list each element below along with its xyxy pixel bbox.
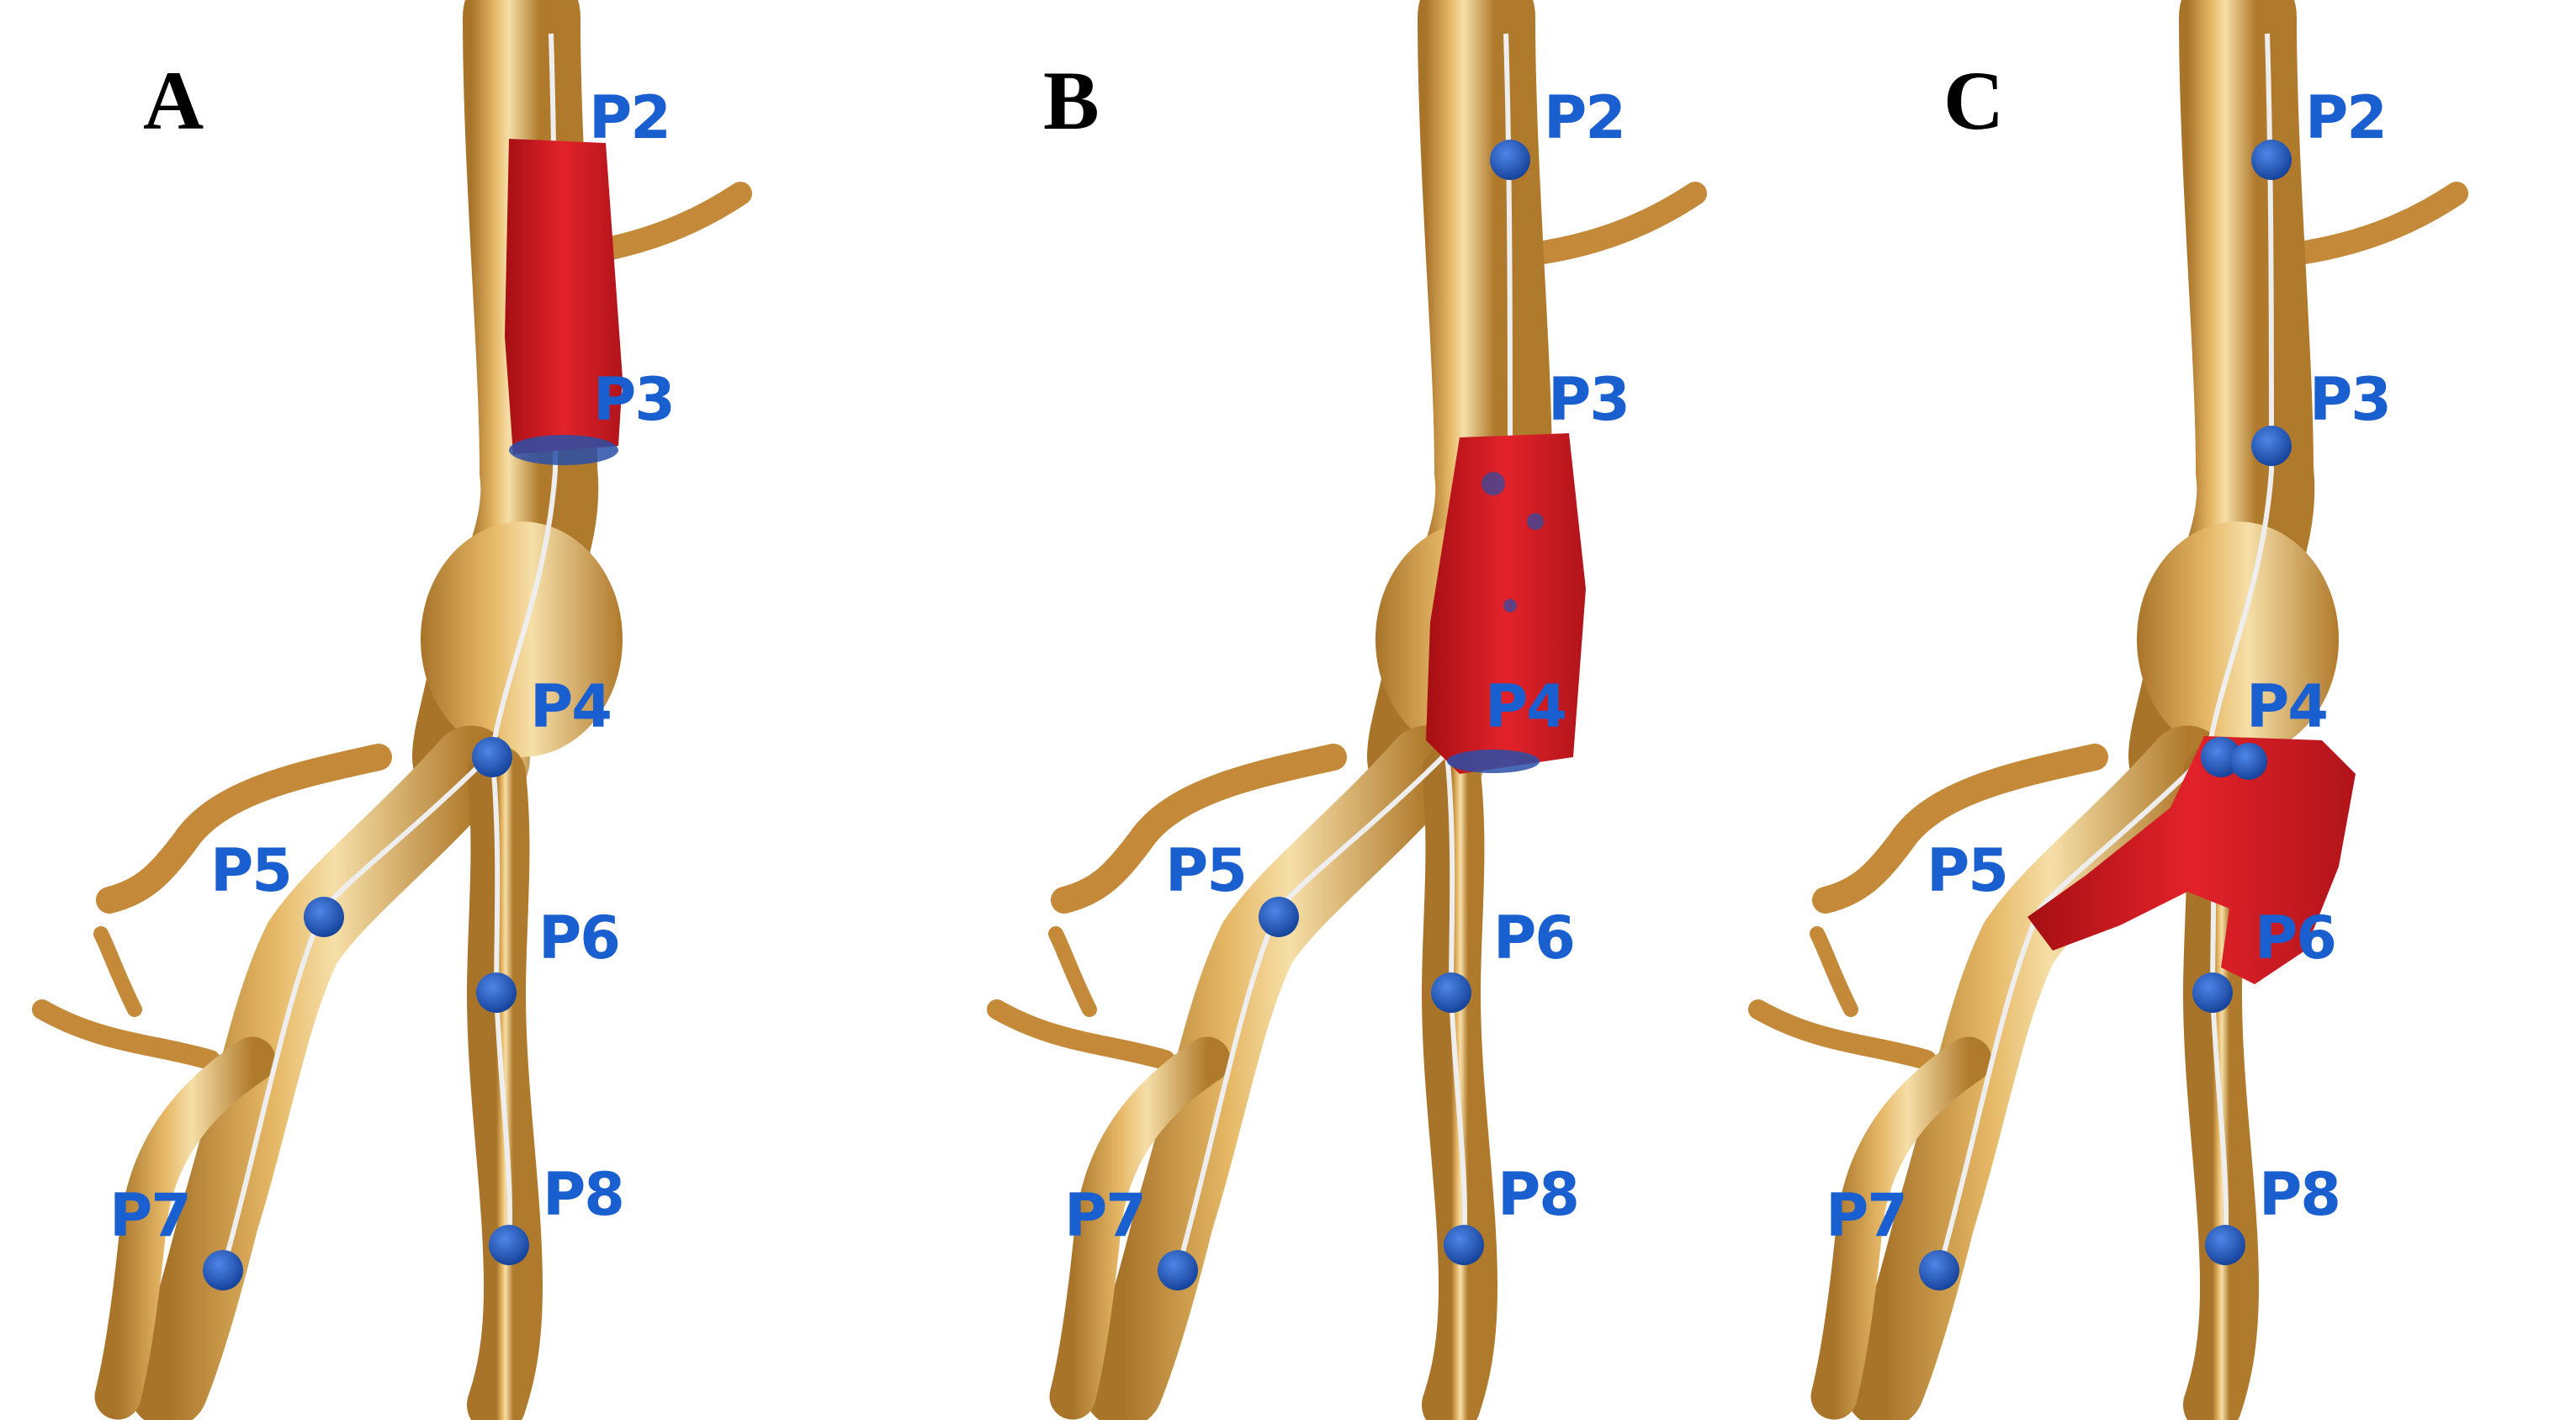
label-p6: P6 — [2255, 903, 2337, 972]
vessel-render-a — [32, 0, 752, 1420]
label-p7: P7 — [1064, 1181, 1147, 1250]
label-p3: P3 — [1548, 365, 1630, 434]
label-p8: P8 — [543, 1160, 625, 1229]
panel-a: A P2 P3 P4 P5 P6 P7 P8 — [0, 0, 858, 1420]
vessel-render-b — [987, 0, 1707, 1420]
label-p5: P5 — [210, 836, 293, 905]
label-p2: P2 — [589, 83, 671, 152]
vessel-render-c — [1748, 0, 2468, 1420]
label-p5: P5 — [1165, 836, 1248, 905]
label-p7: P7 — [1826, 1181, 1908, 1250]
label-p2: P2 — [1544, 83, 1626, 152]
label-p8: P8 — [1497, 1160, 1580, 1229]
label-p5: P5 — [1927, 836, 2009, 905]
panel-c: C P2 P3 P4 P5 P6 P7 P8 — [1716, 0, 2574, 1420]
label-p6: P6 — [538, 903, 621, 972]
label-p3: P3 — [2309, 365, 2392, 434]
label-p8: P8 — [2259, 1160, 2341, 1229]
label-p2: P2 — [2305, 83, 2388, 152]
label-p7: P7 — [109, 1181, 192, 1250]
occlusion-a — [505, 139, 623, 454]
label-p4: P4 — [530, 672, 612, 741]
label-p6: P6 — [1493, 903, 1576, 972]
panel-letter-c: C — [1943, 54, 2005, 147]
panel-b: B P2 P3 P4 P5 P6 P7 P8 — [955, 0, 1813, 1420]
panel-letter-b: B — [1043, 54, 1100, 147]
label-p3: P3 — [593, 365, 676, 434]
label-p4: P4 — [2246, 672, 2329, 741]
label-p4: P4 — [1485, 672, 1567, 741]
panel-letter-a: A — [143, 54, 204, 147]
occlusion-c — [2027, 736, 2356, 984]
